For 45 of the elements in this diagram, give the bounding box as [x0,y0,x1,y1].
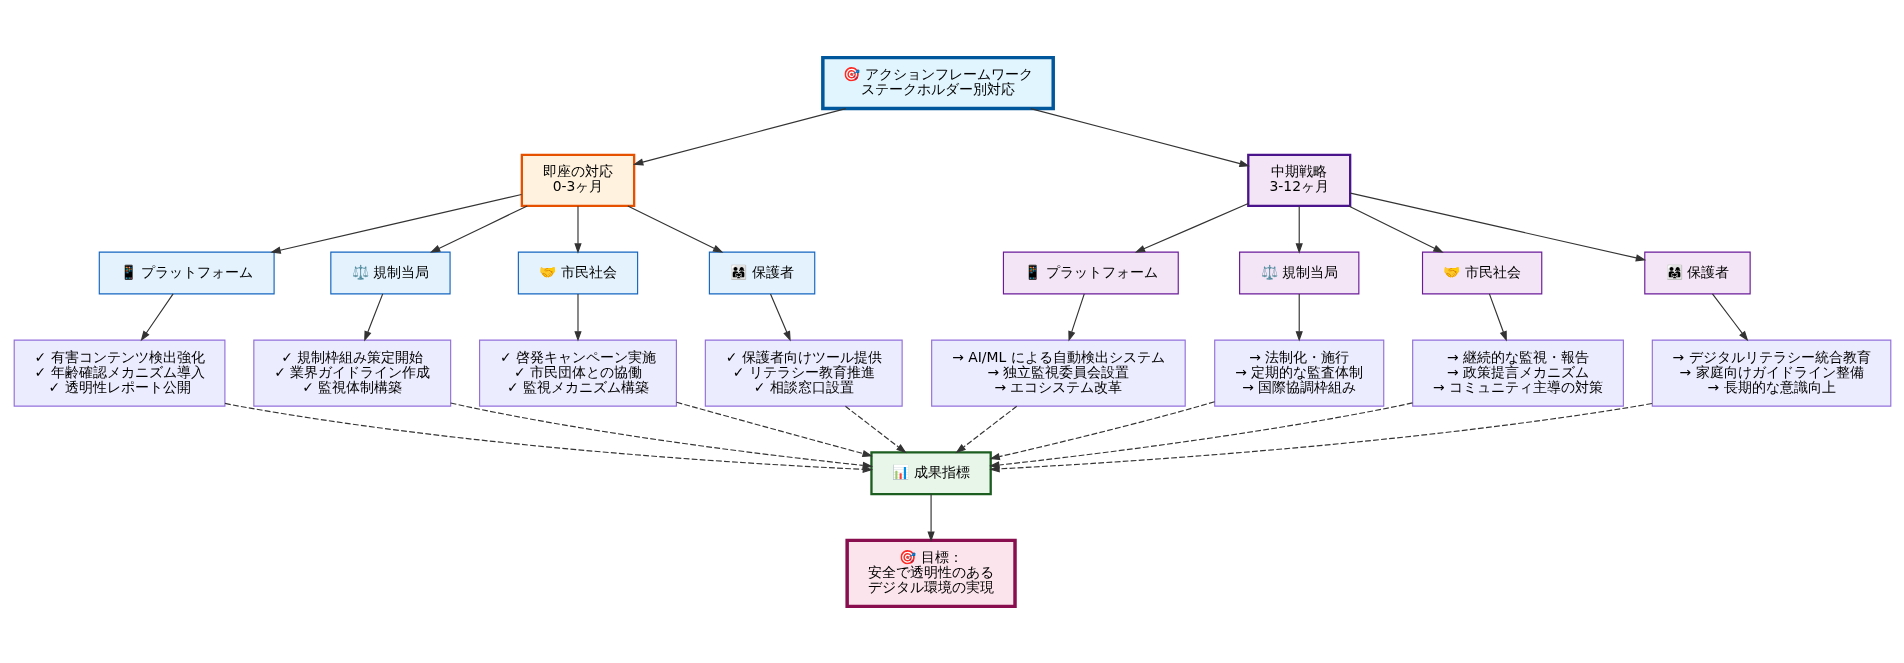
arrow [140,292,174,341]
node-box: ✓ 保護者向けツール提供 ✓ リテラシー教育推進 ✓ 相談窓口設置 [704,339,903,407]
node-box: → 法制化・施行 → 定期的な監査体制 → 国際協調枠組み [1213,339,1384,407]
arrow [955,405,1017,453]
node-box: 📱 プラットフォーム [98,251,275,294]
arrow [675,401,873,457]
node-box: 🎯 アクションフレームワーク ステークホルダー別対応 [820,55,1055,110]
arrow [1347,204,1444,253]
node-box: 📊 成果指標 [869,450,992,495]
node-box: 🤝 市民社会 [1421,251,1542,294]
node-box: 中期戦略 3-12ヶ月 [1246,153,1351,207]
arrow [626,204,723,253]
arrow [988,400,1215,460]
arrow [429,204,528,253]
arrow [573,292,582,342]
node-box: 🎯 目標： 安全で透明性のある デジタル環境の実現 [844,538,1017,608]
arrow [1134,202,1249,253]
arrow [1295,292,1303,342]
arrow [449,401,873,469]
arrow [1349,192,1646,261]
arrow [769,292,791,341]
arrow [573,205,582,254]
node-box: → デジタルリテラシー統合教育 → 家庭向けガイドライン整備 → 長期的な意識向上 [1651,339,1891,407]
arrow [1067,292,1085,341]
arrow [1711,292,1748,341]
arrow [363,292,383,341]
node-box: 📱 プラットフォーム [1002,251,1179,294]
arrow [1295,205,1303,254]
arrow [269,193,522,254]
arrow [1488,292,1507,341]
node-box: → AI/ML による自動検出システム → 独立監視委員会設置 → エコシステム改革 [930,339,1186,407]
node-box: ⚖ 規制当局 [1238,251,1359,294]
arrow [844,405,907,453]
node-box: 🤝 市民社会 [517,251,638,294]
node-box: 👨‍👩‍👧 保護者 [1643,251,1751,294]
node-box: ✓ 有害コンテンツ検出強化 ✓ 年齢確認メカニズム導入 ✓ 透明性レポート公開 [13,339,225,407]
arrow [632,107,846,166]
node-box: ✓ 啓発キャンペーン実施 ✓ 市民団体との協働 ✓ 監視メカニズム構築 [478,339,677,407]
arrow [1029,107,1250,167]
node-box: ✓ 規制枠組み策定開始 ✓ 業界ガイドライン作成 ✓ 監視体制構築 [252,339,451,407]
node-box: ⚖ 規制当局 [329,251,451,294]
arrow [926,493,935,542]
node-box: → 継続的な監視・報告 → 政策提言メカニズム → コミュニティ主導の対策 [1411,339,1624,407]
node-box: 👨‍👩‍👧 保護者 [708,251,815,294]
node-box: 即座の対応 0-3ヶ月 [520,153,635,207]
